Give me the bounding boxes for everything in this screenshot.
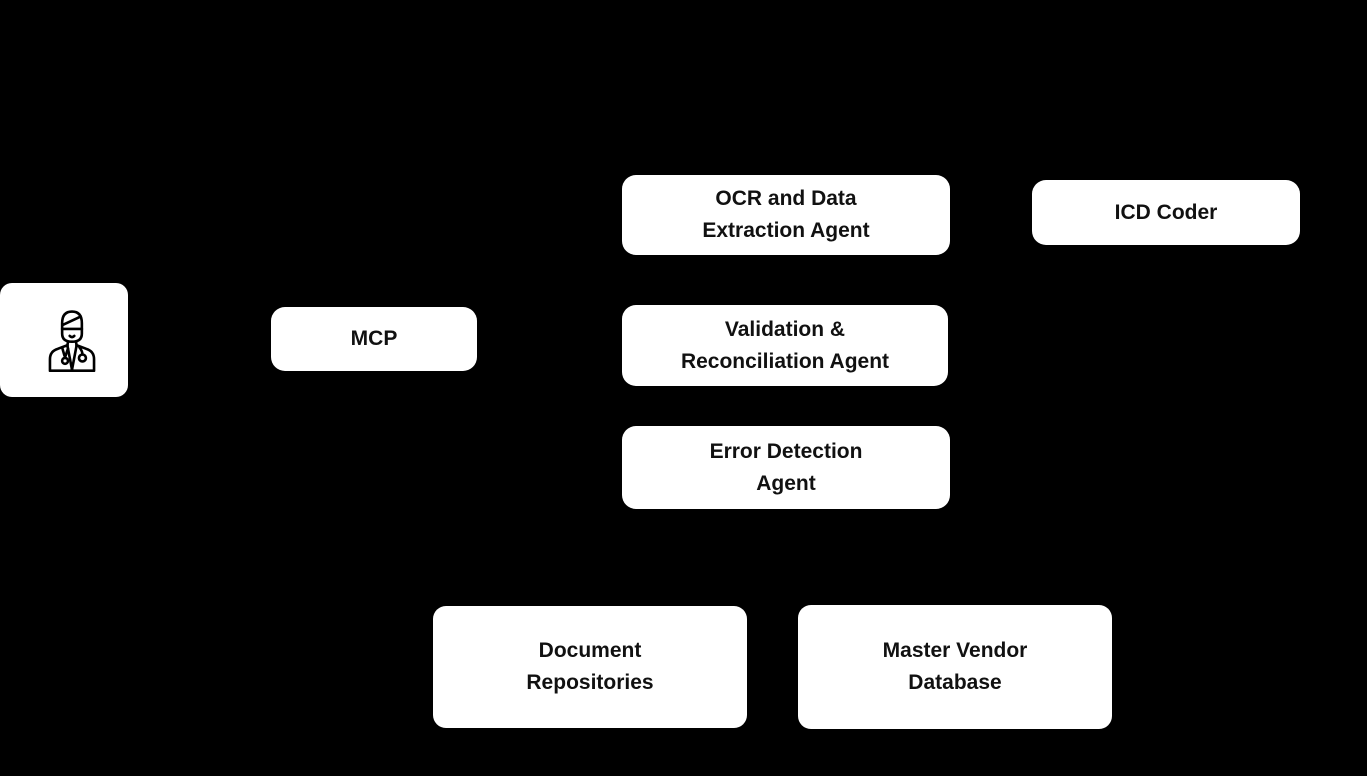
node-vendor-label-line2: Database (908, 671, 1002, 694)
node-document-repositories: Document Repositories (433, 606, 747, 728)
node-icd-coder: ICD Coder (1032, 180, 1300, 245)
node-ocr-label-line2: Extraction Agent (702, 219, 870, 242)
node-mcp-label: MCP (350, 327, 398, 350)
node-error-label-line1: Error Detection (709, 439, 863, 463)
node-mcp: MCP (271, 307, 477, 371)
node-master-vendor-database: Master Vendor Database (798, 605, 1112, 729)
node-icd-label: ICD Coder (1114, 200, 1218, 224)
node-docrepo-label-line2: Repositories (526, 671, 654, 694)
node-ocr-extraction-agent: OCR and Data Extraction Agent (622, 175, 950, 255)
node-doctor-user (0, 283, 128, 397)
node-ocr-label-line1: OCR and Data (715, 187, 857, 210)
node-validation-reconciliation-agent: Validation & Reconciliation Agent (622, 305, 948, 386)
node-validation-label-line2: Reconciliation Agent (680, 349, 890, 373)
node-validation-label-line1: Validation & (724, 317, 846, 341)
node-vendor-label-line1: Master Vendor (882, 639, 1028, 662)
node-docrepo-label-line1: Document (538, 639, 642, 662)
doctor-icon (43, 300, 101, 380)
node-error-detection-agent: Error Detection Agent (622, 426, 950, 509)
node-error-label-line2: Agent (756, 471, 816, 495)
